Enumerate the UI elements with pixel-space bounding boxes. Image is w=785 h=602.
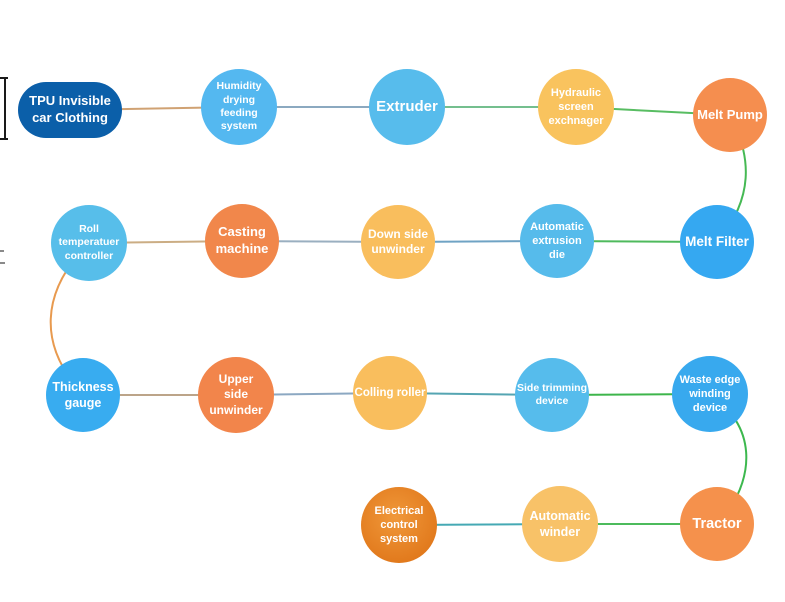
node-automatic-winder[interactable]: Automatic winder [522, 486, 598, 562]
node-label: Side trimming device [516, 381, 587, 407]
node-tpu-invisible-car-clothing[interactable]: TPU Invisible car Clothing [18, 82, 122, 138]
node-label: Tractor [692, 515, 742, 532]
node-down-side-unwinder[interactable]: Down side unwinder [361, 205, 435, 279]
node-casting-machine[interactable]: Casting machine [205, 204, 279, 278]
node-upper-side-unwinder[interactable]: Upper side unwinder [198, 357, 274, 433]
node-label: Humidity drying feeding system [216, 80, 262, 133]
node-label: Electrical control system [374, 504, 424, 546]
node-label: Upper side unwinder [209, 371, 263, 417]
node-roll-temperature-controller[interactable]: Roll temperatuer controller [51, 205, 127, 281]
node-label: Extruder [376, 98, 438, 116]
node-label: Casting machine [215, 224, 269, 256]
clipped-shape-fragment [0, 250, 4, 252]
clipped-shape-fragment [0, 77, 8, 140]
node-label: Melt Pump [697, 106, 763, 122]
node-cooling-roller[interactable]: Colling roller [353, 356, 427, 430]
node-thickness-gauge[interactable]: Thickness gauge [46, 358, 120, 432]
node-label: Roll temperatuer controller [58, 222, 120, 262]
node-label: Hydraulic screen exchnager [548, 86, 604, 128]
node-side-trimming-device[interactable]: Side trimming device [515, 358, 589, 432]
node-extruder[interactable]: Extruder [369, 69, 445, 145]
node-label: Automatic extrusion die [530, 220, 584, 262]
node-melt-filter[interactable]: Melt Filter [680, 205, 754, 279]
node-label: Waste edge winding device [679, 373, 741, 415]
node-electrical-control-system[interactable]: Electrical control system [361, 487, 437, 563]
node-hydraulic-screen-exchanger[interactable]: Hydraulic screen exchnager [538, 69, 614, 145]
node-label: Down side unwinder [367, 226, 428, 256]
node-label: Colling roller [354, 386, 426, 399]
node-label: Thickness gauge [52, 380, 114, 410]
node-humidity-drying-feeding-system[interactable]: Humidity drying feeding system [201, 69, 277, 145]
node-melt-pump[interactable]: Melt Pump [693, 78, 767, 152]
node-label: Melt Filter [685, 234, 749, 250]
node-waste-edge-winding-device[interactable]: Waste edge winding device [672, 356, 748, 432]
node-automatic-extrusion-die[interactable]: Automatic extrusion die [520, 204, 594, 278]
clipped-shape-fragment [0, 262, 5, 264]
node-tractor[interactable]: Tractor [680, 487, 754, 561]
node-label: Automatic winder [529, 509, 591, 539]
node-label: TPU Invisible car Clothing [29, 93, 111, 125]
